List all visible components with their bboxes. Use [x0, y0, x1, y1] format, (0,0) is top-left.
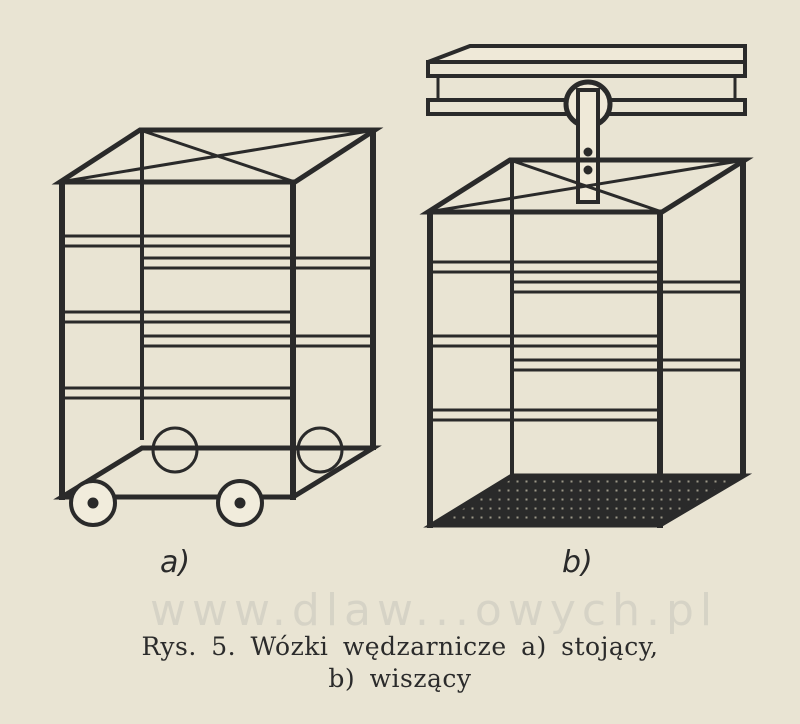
- trolley-b-rail-2: [428, 334, 662, 348]
- trolley-a-back-rail-2: [140, 334, 375, 348]
- trolley-a-wheel-back-right: [296, 426, 344, 474]
- standing-trolley: [51, 127, 384, 527]
- trolley-a-wheel-hub: [87, 497, 99, 509]
- trolley-a-wheel-hub-2: [234, 497, 246, 509]
- label-standing: a): [160, 545, 191, 580]
- watermark: www.dlaw...owych.pl: [150, 585, 719, 636]
- trolley-b-back-rail-1: [510, 280, 745, 294]
- i-beam-top: [427, 44, 747, 64]
- trolley-b-hanger-bar: [576, 88, 600, 204]
- trolley-b-rail-3: [428, 408, 662, 422]
- trolley-a-base: [53, 445, 382, 500]
- trolley-b-back-rail-2: [510, 358, 745, 372]
- trolley-a-rail-1: [60, 234, 295, 248]
- trolley-a-rail-2: [60, 310, 295, 324]
- caption-line-2: b) wiszący: [328, 664, 472, 693]
- trolley-a-back-rail-1: [140, 256, 375, 270]
- trolley-a-top-brace-2: [139, 128, 296, 184]
- i-beam-flange-top: [426, 60, 747, 78]
- trolley-a-wheel-back-left: [151, 426, 199, 474]
- hanging-trolley: [419, 44, 754, 528]
- hanger-bolt-1: [583, 147, 593, 157]
- hanger-bolt-2: [583, 165, 593, 175]
- smoking-trolleys-illustration: [51, 44, 754, 528]
- caption-line-1: Rys. 5. Wózki wędzarnicze a) stojący,: [141, 632, 659, 661]
- trolley-b-rail-1: [428, 260, 662, 274]
- trolley-b-mesh-floor: [423, 473, 753, 528]
- label-hanging: b): [562, 545, 593, 580]
- trolley-a-rail-3: [60, 386, 295, 400]
- trolley-b-top-brace-2: [509, 158, 663, 214]
